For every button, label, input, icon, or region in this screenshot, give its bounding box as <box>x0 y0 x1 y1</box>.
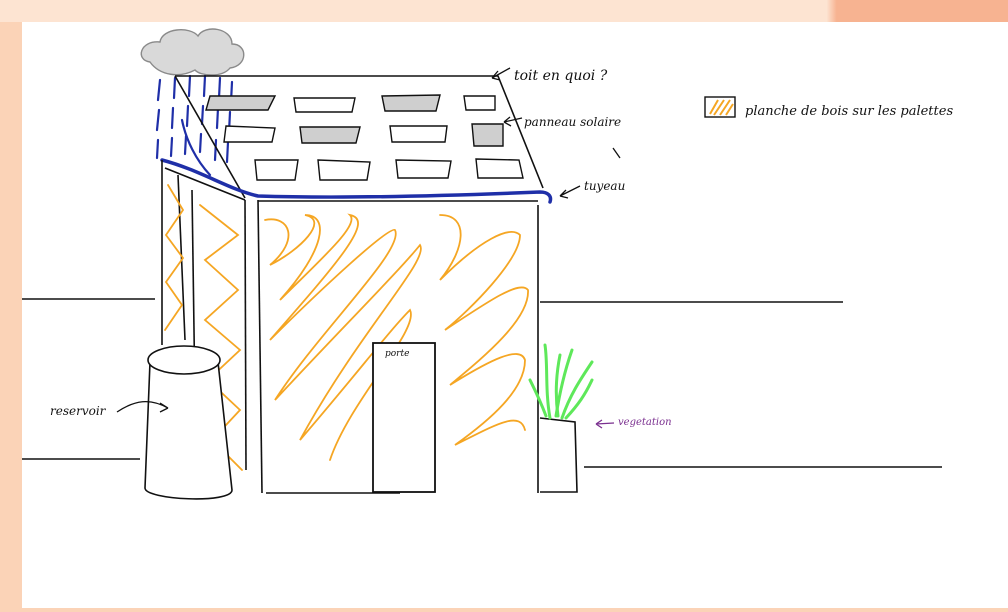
vegetation-arrow <box>596 420 614 428</box>
legend-label: planche de bois sur les palettes <box>745 104 953 119</box>
legend-swatch-icon <box>705 97 735 117</box>
reservoir-tank <box>145 346 232 499</box>
vegetation-plant-icon <box>530 345 592 418</box>
solar-panel-label: panneau solaire <box>524 115 621 129</box>
door <box>373 343 435 492</box>
pipe-label: tuyeau <box>584 179 625 193</box>
reservoir-label: reservoir <box>50 404 107 418</box>
planter <box>540 418 577 492</box>
roof-material-label: toit en quoi ? <box>514 68 608 84</box>
vegetation-label: vegetation <box>618 417 672 428</box>
door-label: porte <box>385 349 409 359</box>
cloud-icon <box>141 29 243 75</box>
solar-panels <box>206 95 523 180</box>
